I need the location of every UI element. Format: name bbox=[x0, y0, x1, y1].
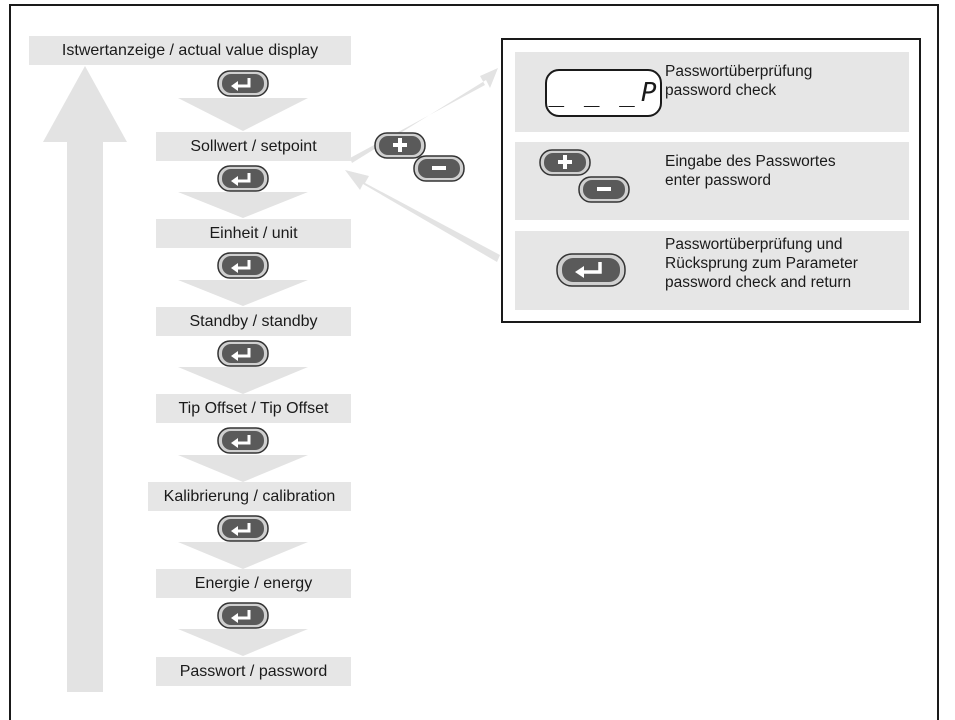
lcd-char: P bbox=[640, 78, 659, 108]
lcd-display: _ _ _P bbox=[545, 69, 662, 117]
down-arrow bbox=[178, 280, 308, 306]
text-line: Passwortüberprüfung und bbox=[665, 236, 843, 253]
down-arrow bbox=[178, 367, 308, 394]
down-arrow bbox=[178, 192, 308, 218]
step-password: Passwort / password bbox=[156, 657, 351, 686]
step-unit: Einheit / unit bbox=[156, 219, 351, 248]
enter-key-icon bbox=[556, 253, 626, 287]
back-arrow bbox=[345, 170, 500, 262]
panel-row-enter-password: Eingabe des Passwortes enter password bbox=[515, 142, 909, 220]
text-line: password check bbox=[665, 82, 777, 99]
enter-key-icon bbox=[216, 251, 270, 280]
enter-key-icon bbox=[216, 69, 270, 98]
password-panel: _ _ _P Passwortüberprüfung password chec… bbox=[501, 38, 921, 323]
step-energy: Energie / energy bbox=[156, 569, 351, 598]
enter-key-icon bbox=[216, 164, 270, 193]
plus-key-icon bbox=[374, 132, 426, 159]
step-actual-value: Istwertanzeige / actual value display bbox=[29, 36, 351, 65]
down-arrow bbox=[178, 542, 308, 569]
panel-text-enter: Eingabe des Passwortes enter password bbox=[665, 152, 836, 190]
lcd-blanks: _ _ _ bbox=[548, 78, 637, 108]
step-standby: Standby / standby bbox=[156, 307, 351, 336]
enter-key-icon bbox=[216, 601, 270, 630]
plus-minus-keys bbox=[539, 149, 630, 203]
text-line: Rücksprung zum Parameter bbox=[665, 255, 858, 272]
panel-text-return: Passwortüberprüfung und Rücksprung zum P… bbox=[665, 235, 858, 292]
diagram-frame bbox=[9, 4, 939, 720]
text-line: enter password bbox=[665, 172, 771, 189]
down-arrows bbox=[178, 98, 308, 656]
panel-row-return: Passwortüberprüfung und Rücksprung zum P… bbox=[515, 231, 909, 310]
plus-key-icon bbox=[539, 149, 591, 176]
text-line: password check and return bbox=[665, 274, 852, 291]
down-arrow bbox=[178, 98, 308, 131]
text-line: Passwortüberprüfung bbox=[665, 63, 813, 80]
text-line: Eingabe des Passwortes bbox=[665, 153, 836, 170]
panel-text-check: Passwortüberprüfung password check bbox=[665, 62, 812, 100]
return-arrow bbox=[43, 66, 127, 692]
minus-key-icon bbox=[413, 155, 465, 182]
enter-key-icon bbox=[216, 339, 270, 368]
minus-key-icon bbox=[578, 176, 630, 203]
enter-key-icon bbox=[216, 514, 270, 543]
down-arrow bbox=[178, 455, 308, 482]
step-calibration: Kalibrierung / calibration bbox=[148, 482, 351, 511]
panel-row-password-check: _ _ _P Passwortüberprüfung password chec… bbox=[515, 52, 909, 132]
step-tip-offset: Tip Offset / Tip Offset bbox=[156, 394, 351, 423]
step-setpoint: Sollwert / setpoint bbox=[156, 132, 351, 161]
down-arrow bbox=[178, 629, 308, 656]
enter-key-icon bbox=[216, 426, 270, 455]
